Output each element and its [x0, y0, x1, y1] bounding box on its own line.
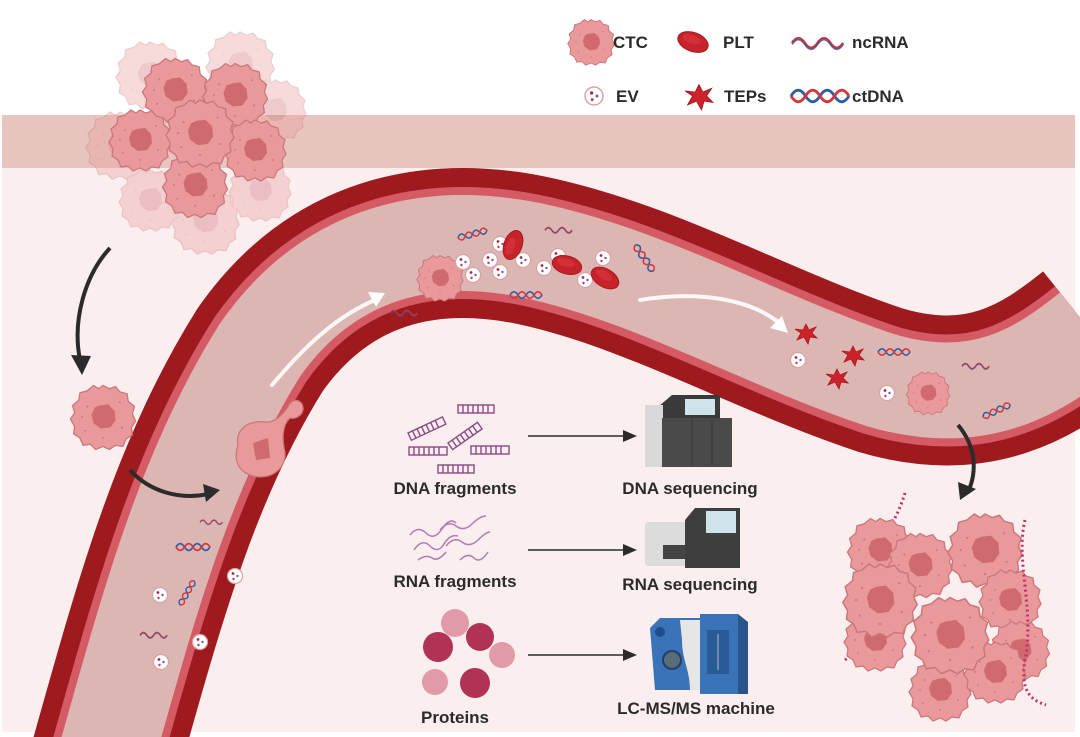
flow-arrow-2-head	[770, 316, 788, 333]
dna-fragments-icon	[407, 404, 510, 474]
blood-flow-arrows	[270, 292, 788, 387]
ev	[535, 259, 553, 277]
ev	[454, 253, 472, 271]
workflow-row-dna: DNA fragments DNA sequencing	[393, 395, 758, 498]
intravasation-arrow-1	[75, 246, 112, 361]
workflow-row-rna: RNA fragments RNA sequencing	[393, 508, 758, 594]
ev	[226, 567, 244, 585]
intravasation-arrow-2-head	[203, 484, 220, 502]
rna-fragments-icon	[409, 515, 491, 561]
ctc-cell-icon	[567, 19, 615, 66]
ev	[152, 653, 170, 671]
ev	[191, 633, 209, 651]
legend-label-ev: EV	[616, 87, 639, 106]
ev	[594, 249, 612, 267]
legend-label-ctdna: ctDNA	[852, 87, 904, 106]
flow-arrow-1-head	[368, 292, 385, 307]
legend-label-teps: TEPs	[724, 87, 767, 106]
extravasation-arrow-head	[958, 482, 976, 500]
ev	[151, 586, 169, 604]
intravasation-arrow-1-head	[71, 355, 91, 375]
ctc-intravasating	[235, 399, 304, 478]
lc-ms-ms-machine-label: LC-MS/MS machine	[617, 699, 775, 718]
proteins-workflow-arrowhead	[623, 649, 637, 661]
rna-sequencing-label: RNA sequencing	[622, 575, 757, 594]
ctc-migrating	[69, 384, 137, 451]
dna-workflow-arrowhead	[623, 430, 637, 442]
flow-arrow-2	[638, 294, 780, 324]
legend-label-ctc: CTC	[613, 33, 648, 52]
legend-label-plt: PLT	[723, 33, 754, 52]
proteins-icon	[422, 609, 515, 698]
ev	[491, 263, 509, 281]
flow-arrow-1	[270, 298, 377, 387]
ctc-in-blood	[905, 371, 951, 416]
fiber	[1020, 519, 1047, 707]
legend-label-ncrna: ncRNA	[852, 33, 909, 52]
extracellular-vesicle-icon	[584, 86, 604, 106]
ev	[576, 271, 594, 289]
dna-sequencing-label: DNA sequencing	[622, 479, 757, 498]
rna-workflow-arrowhead	[623, 544, 637, 556]
rna-sequencer-icon	[645, 508, 740, 568]
intravasation-arrow-2	[128, 468, 209, 498]
workflow-row-proteins: Proteins LC-MS/MS machine	[421, 609, 775, 727]
ev	[789, 351, 807, 369]
ev	[481, 251, 499, 269]
dna-fragments-label: DNA fragments	[393, 479, 516, 498]
proteins-label: Proteins	[421, 708, 489, 727]
ev	[464, 266, 482, 284]
lc-ms-ms-machine-icon	[650, 614, 748, 694]
dna-sequencer-icon	[645, 395, 732, 467]
metastatic-tumor	[842, 492, 1051, 722]
extravasation-arrow	[956, 423, 976, 493]
rna-fragments-label: RNA fragments	[393, 572, 516, 591]
legend: CTC PLT ncRNA EV TEPs ctDNA	[567, 19, 909, 111]
ev	[878, 384, 896, 402]
migration-arrows	[71, 246, 976, 502]
